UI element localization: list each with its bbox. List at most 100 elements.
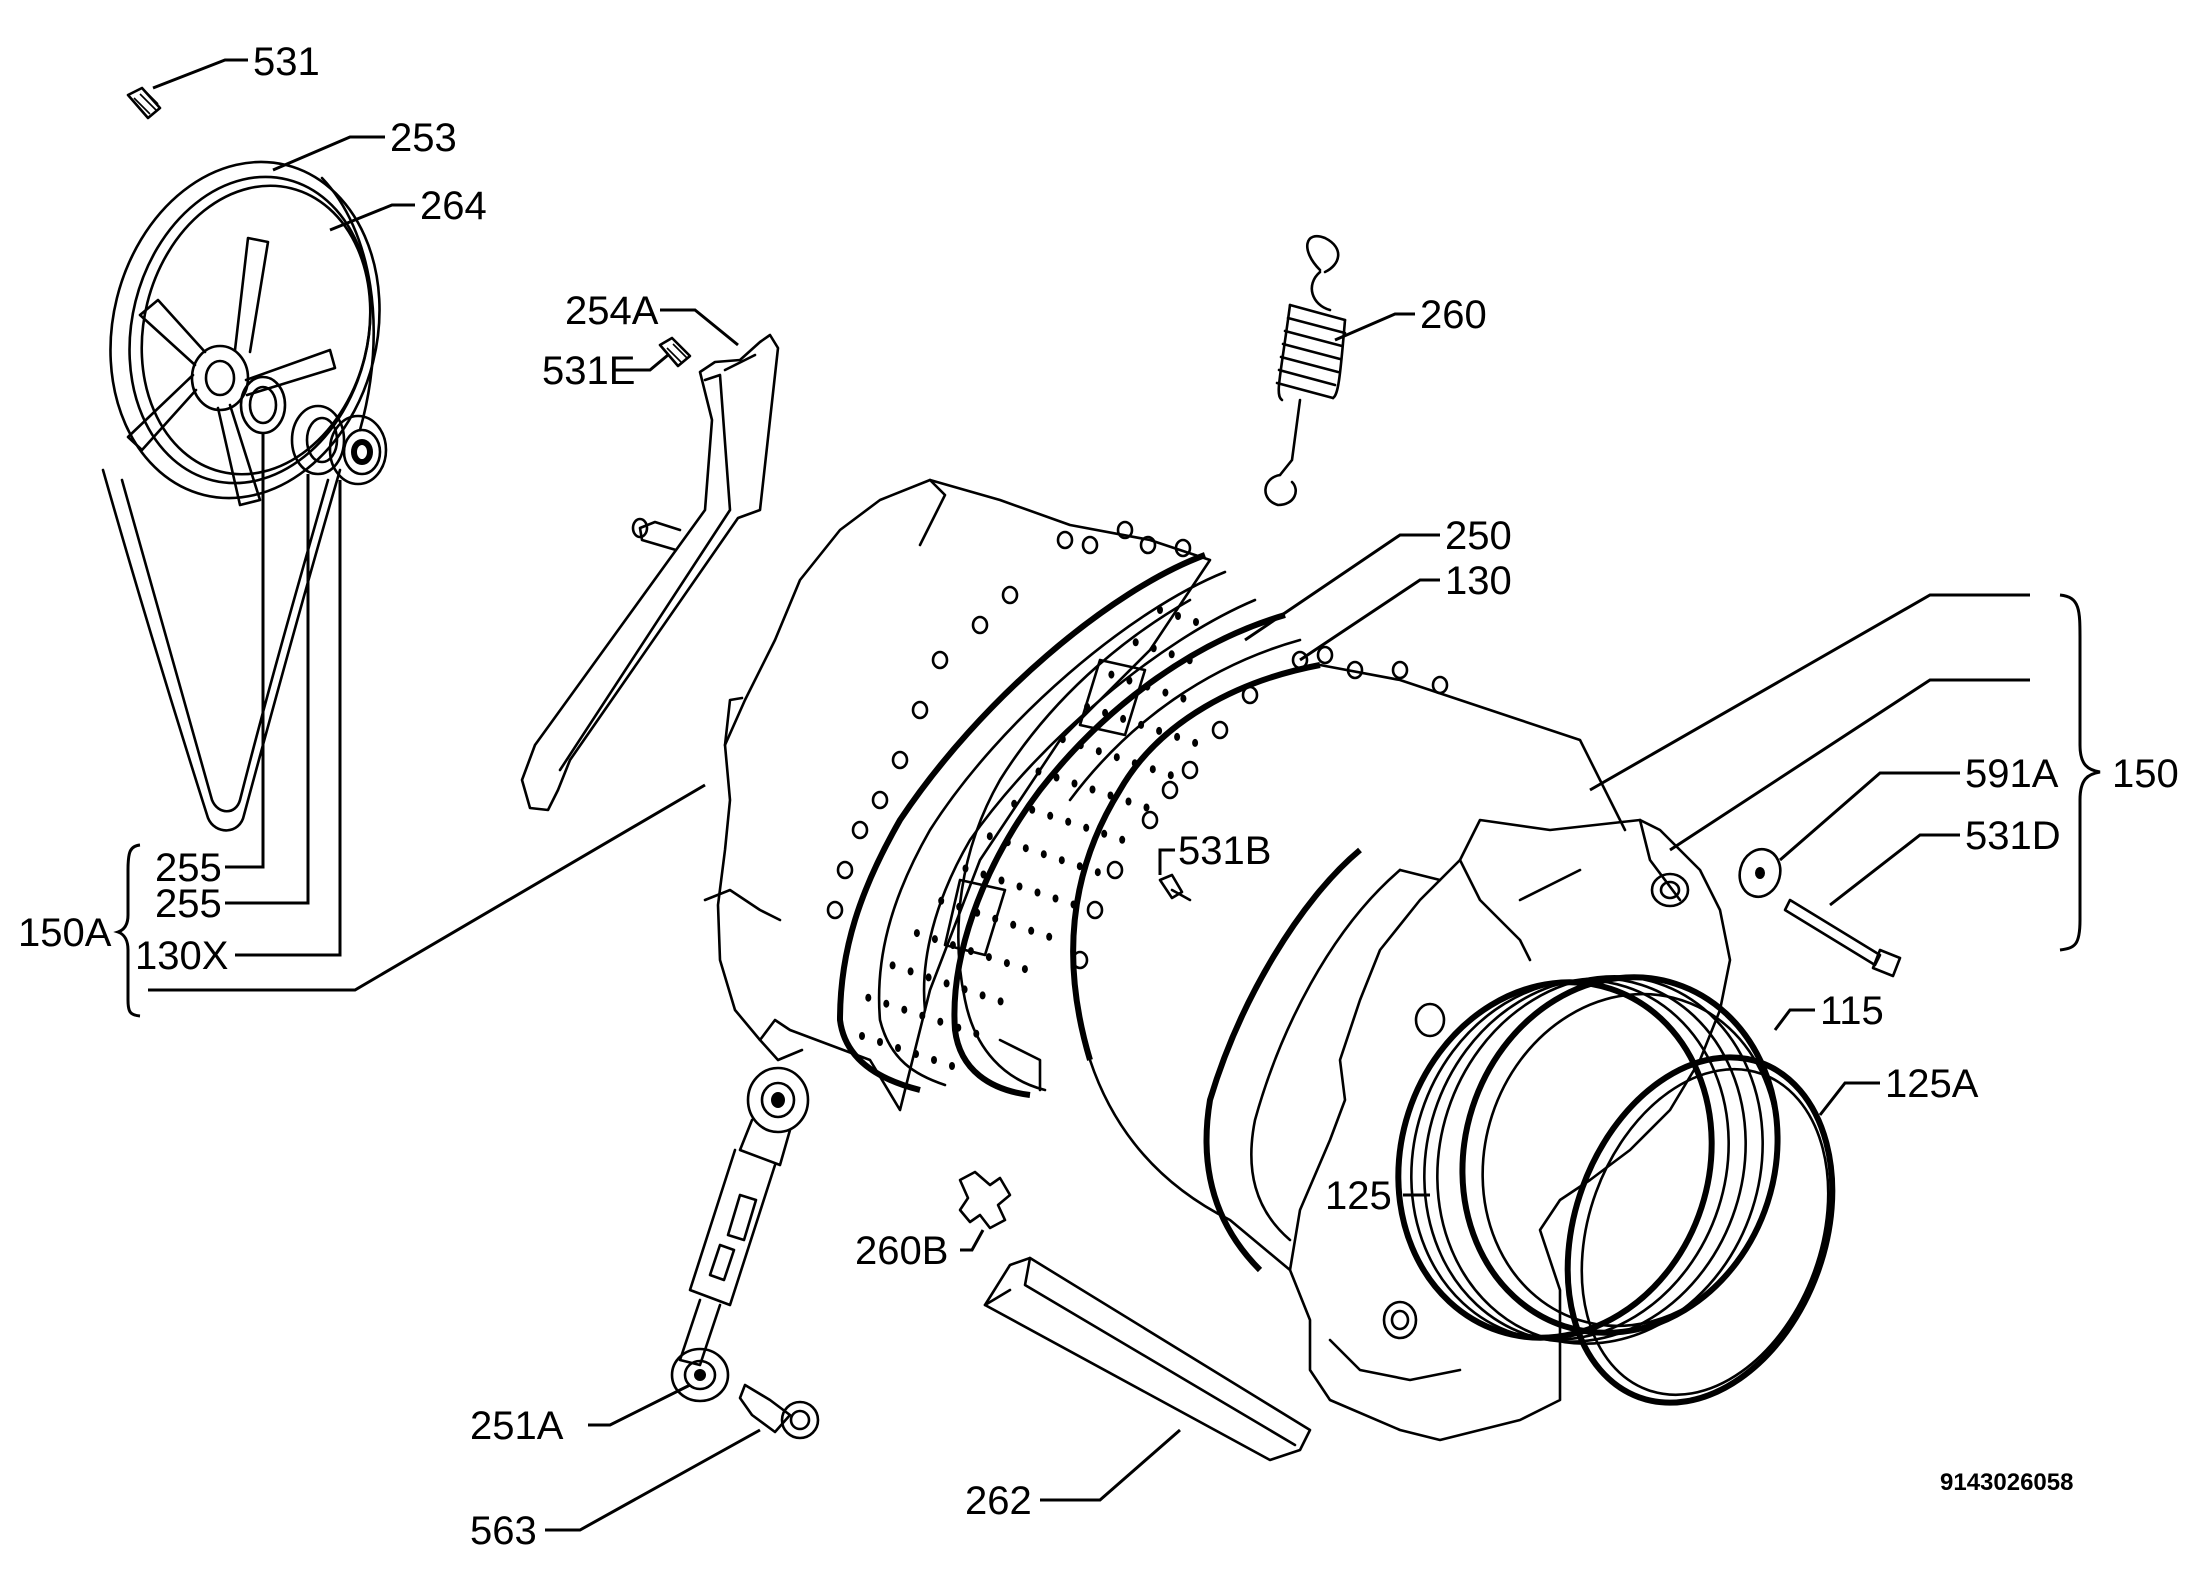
rim-bolt [1106,860,1124,880]
perforation-hole [1052,894,1059,903]
front-tub-housing [1288,818,1732,1442]
rim-bolt [1139,535,1157,555]
label-260B: 260B [855,1229,948,1273]
perforation-hole [992,914,999,923]
weight-bar-262 [983,1256,1312,1462]
perforation-hole [1058,856,1065,865]
perforation-hole [1120,714,1127,723]
perforation-hole [895,1044,901,1052]
rim-bolt [1391,660,1409,680]
perforation-hole [961,985,968,994]
label-251A: 251A [470,1404,564,1448]
label-130: 130 [1445,559,1512,603]
perforation-hole [1040,850,1047,859]
perforation-hole [949,1062,955,1070]
leader-lines [148,58,2030,1532]
label-125: 125 [1325,1174,1392,1218]
perforation-hole [859,1032,865,1040]
bracket-150A [113,843,141,1018]
perforation-hole [907,967,914,976]
label-563: 563 [470,1509,537,1553]
spring-260 [1264,235,1347,507]
drum-perforations [859,606,1199,1070]
perforation-hole [1011,799,1018,808]
bracket-254A [520,333,780,812]
pulley-wheel [101,160,381,832]
rim-bolt [1116,520,1134,540]
perforation-hole [1101,829,1108,838]
label-531: 531 [253,40,320,84]
front-tub [1070,662,1627,1273]
perforation-hole [1010,920,1017,929]
perforation-hole [931,935,938,944]
perforation-hole [1059,735,1066,744]
perforation-hole [937,1017,944,1026]
label-531D: 531D [1965,814,2061,858]
perforation-hole [1021,965,1028,974]
perforation-hole [889,961,896,970]
label-264: 264 [420,184,487,228]
perforation-hole [1083,823,1090,832]
washer-591A [1738,847,1782,899]
rim-bolt [931,650,949,670]
perforation-hole [1094,868,1101,877]
perforation-hole [1157,606,1163,614]
rim-bolt [851,820,869,840]
perforation-hole [901,1005,908,1014]
perforation-hole [1119,835,1126,844]
rim-bolt [1141,810,1159,830]
label-130X: 130X [135,934,228,978]
perforation-hole [986,832,993,841]
perforation-hole [877,1038,883,1046]
perforation-hole [967,947,974,956]
perforation-hole [1193,618,1199,626]
screw-531D [1783,898,1902,978]
perforation-hole [1149,765,1156,774]
label-531B: 531B [1178,829,1271,873]
rim-bolt [1081,535,1099,555]
rim-bolt [891,750,909,770]
perforation-hole [973,1029,980,1038]
bracket-150 [2059,593,2101,952]
callout-labels: 531 253 264 254A 531E 260 250 130 150 59… [18,40,2179,1553]
perforation-hole [997,997,1004,1006]
rim-bolt [836,860,854,880]
label-255-first: 255 [155,846,222,890]
perforation-hole [1076,862,1083,871]
perforation-hole [956,902,963,911]
perforation-hole [865,993,872,1002]
perforation-hole [1047,811,1054,820]
label-531E: 531E [542,349,635,393]
perforation-hole [1180,694,1187,703]
perforation-hole [1174,732,1181,741]
shock-absorber-251A [670,1066,810,1403]
perforation-hole [1108,670,1115,679]
door-seal-rings [1395,974,1836,1406]
label-125A: 125A [1885,1062,1979,1106]
perforation-hole [1016,882,1023,891]
perforation-hole [998,876,1005,885]
bearing-seal-set [239,375,388,486]
rim-bolt [1001,585,1019,605]
perforation-hole [1095,747,1102,756]
perforation-hole [1132,638,1139,647]
perforation-hole [1167,771,1174,780]
rim-bolt [1056,530,1074,550]
perforation-hole [1089,785,1096,794]
perforation-hole [1084,702,1091,711]
rim-bolt [1161,780,1179,800]
label-260: 260 [1420,293,1487,337]
clip-260B [958,1170,1012,1230]
screw-531B [1158,873,1192,902]
gasket-ring-130 [951,612,1302,1098]
label-150: 150 [2112,752,2179,796]
perforated-drum [836,552,1257,1093]
rim-bolt [826,900,844,920]
perforation-hole [931,1056,937,1064]
perforation-hole [919,1011,926,1020]
rim-bolt [911,700,929,720]
perforation-hole [1126,676,1133,685]
perforation-hole [1022,844,1029,853]
perforation-hole [1156,726,1163,735]
